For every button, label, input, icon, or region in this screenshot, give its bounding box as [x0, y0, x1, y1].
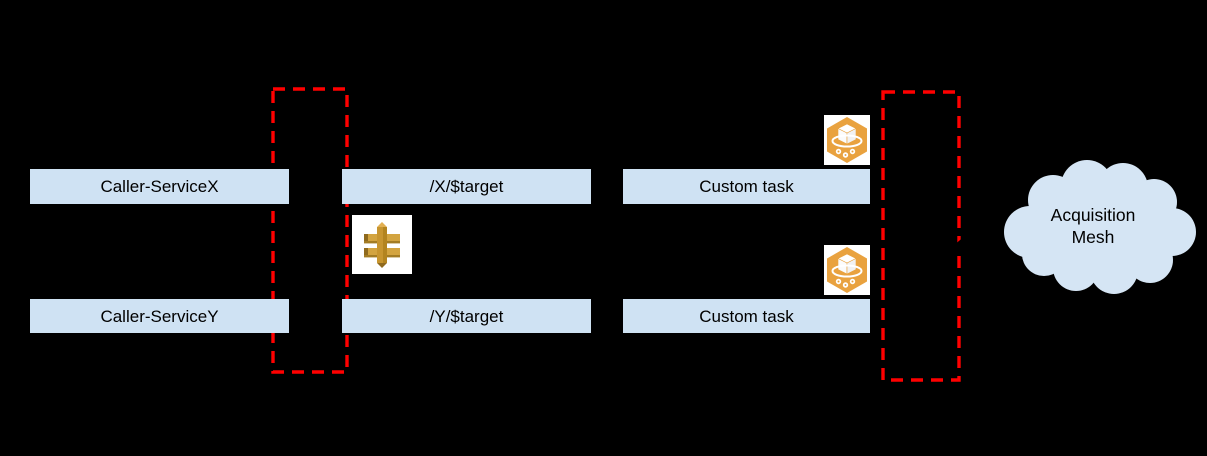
node-caller-service-x: Caller-ServiceX — [30, 169, 289, 204]
cloud-shape — [1002, 158, 1198, 296]
cloud-label-line2: Mesh — [1071, 227, 1115, 247]
load-balancer-icon — [352, 215, 412, 274]
node-route-x-target: /X/$target — [342, 169, 591, 204]
node-label: Custom task — [699, 177, 794, 196]
cloud-label: Acquisition Mesh — [1018, 204, 1168, 248]
node-route-y-target: /Y/$target — [342, 299, 591, 333]
node-label: /Y/$target — [429, 306, 504, 326]
node-label: Caller-ServiceX — [100, 177, 219, 196]
node-custom-task-1: Custom task — [623, 169, 870, 204]
right-dashed-boundary — [881, 90, 961, 382]
node-label: /X/$target — [429, 177, 504, 196]
node-label: Caller-ServiceY — [100, 306, 219, 326]
node-caller-service-y: Caller-ServiceY — [30, 299, 289, 333]
cloud-label-line1: Acquisition — [1050, 205, 1136, 225]
task-icon-1 — [824, 115, 870, 165]
node-label: Custom task — [699, 306, 794, 326]
left-dashed-boundary — [271, 87, 349, 374]
task-icon-2 — [824, 245, 870, 295]
node-custom-task-2: Custom task — [623, 299, 870, 333]
